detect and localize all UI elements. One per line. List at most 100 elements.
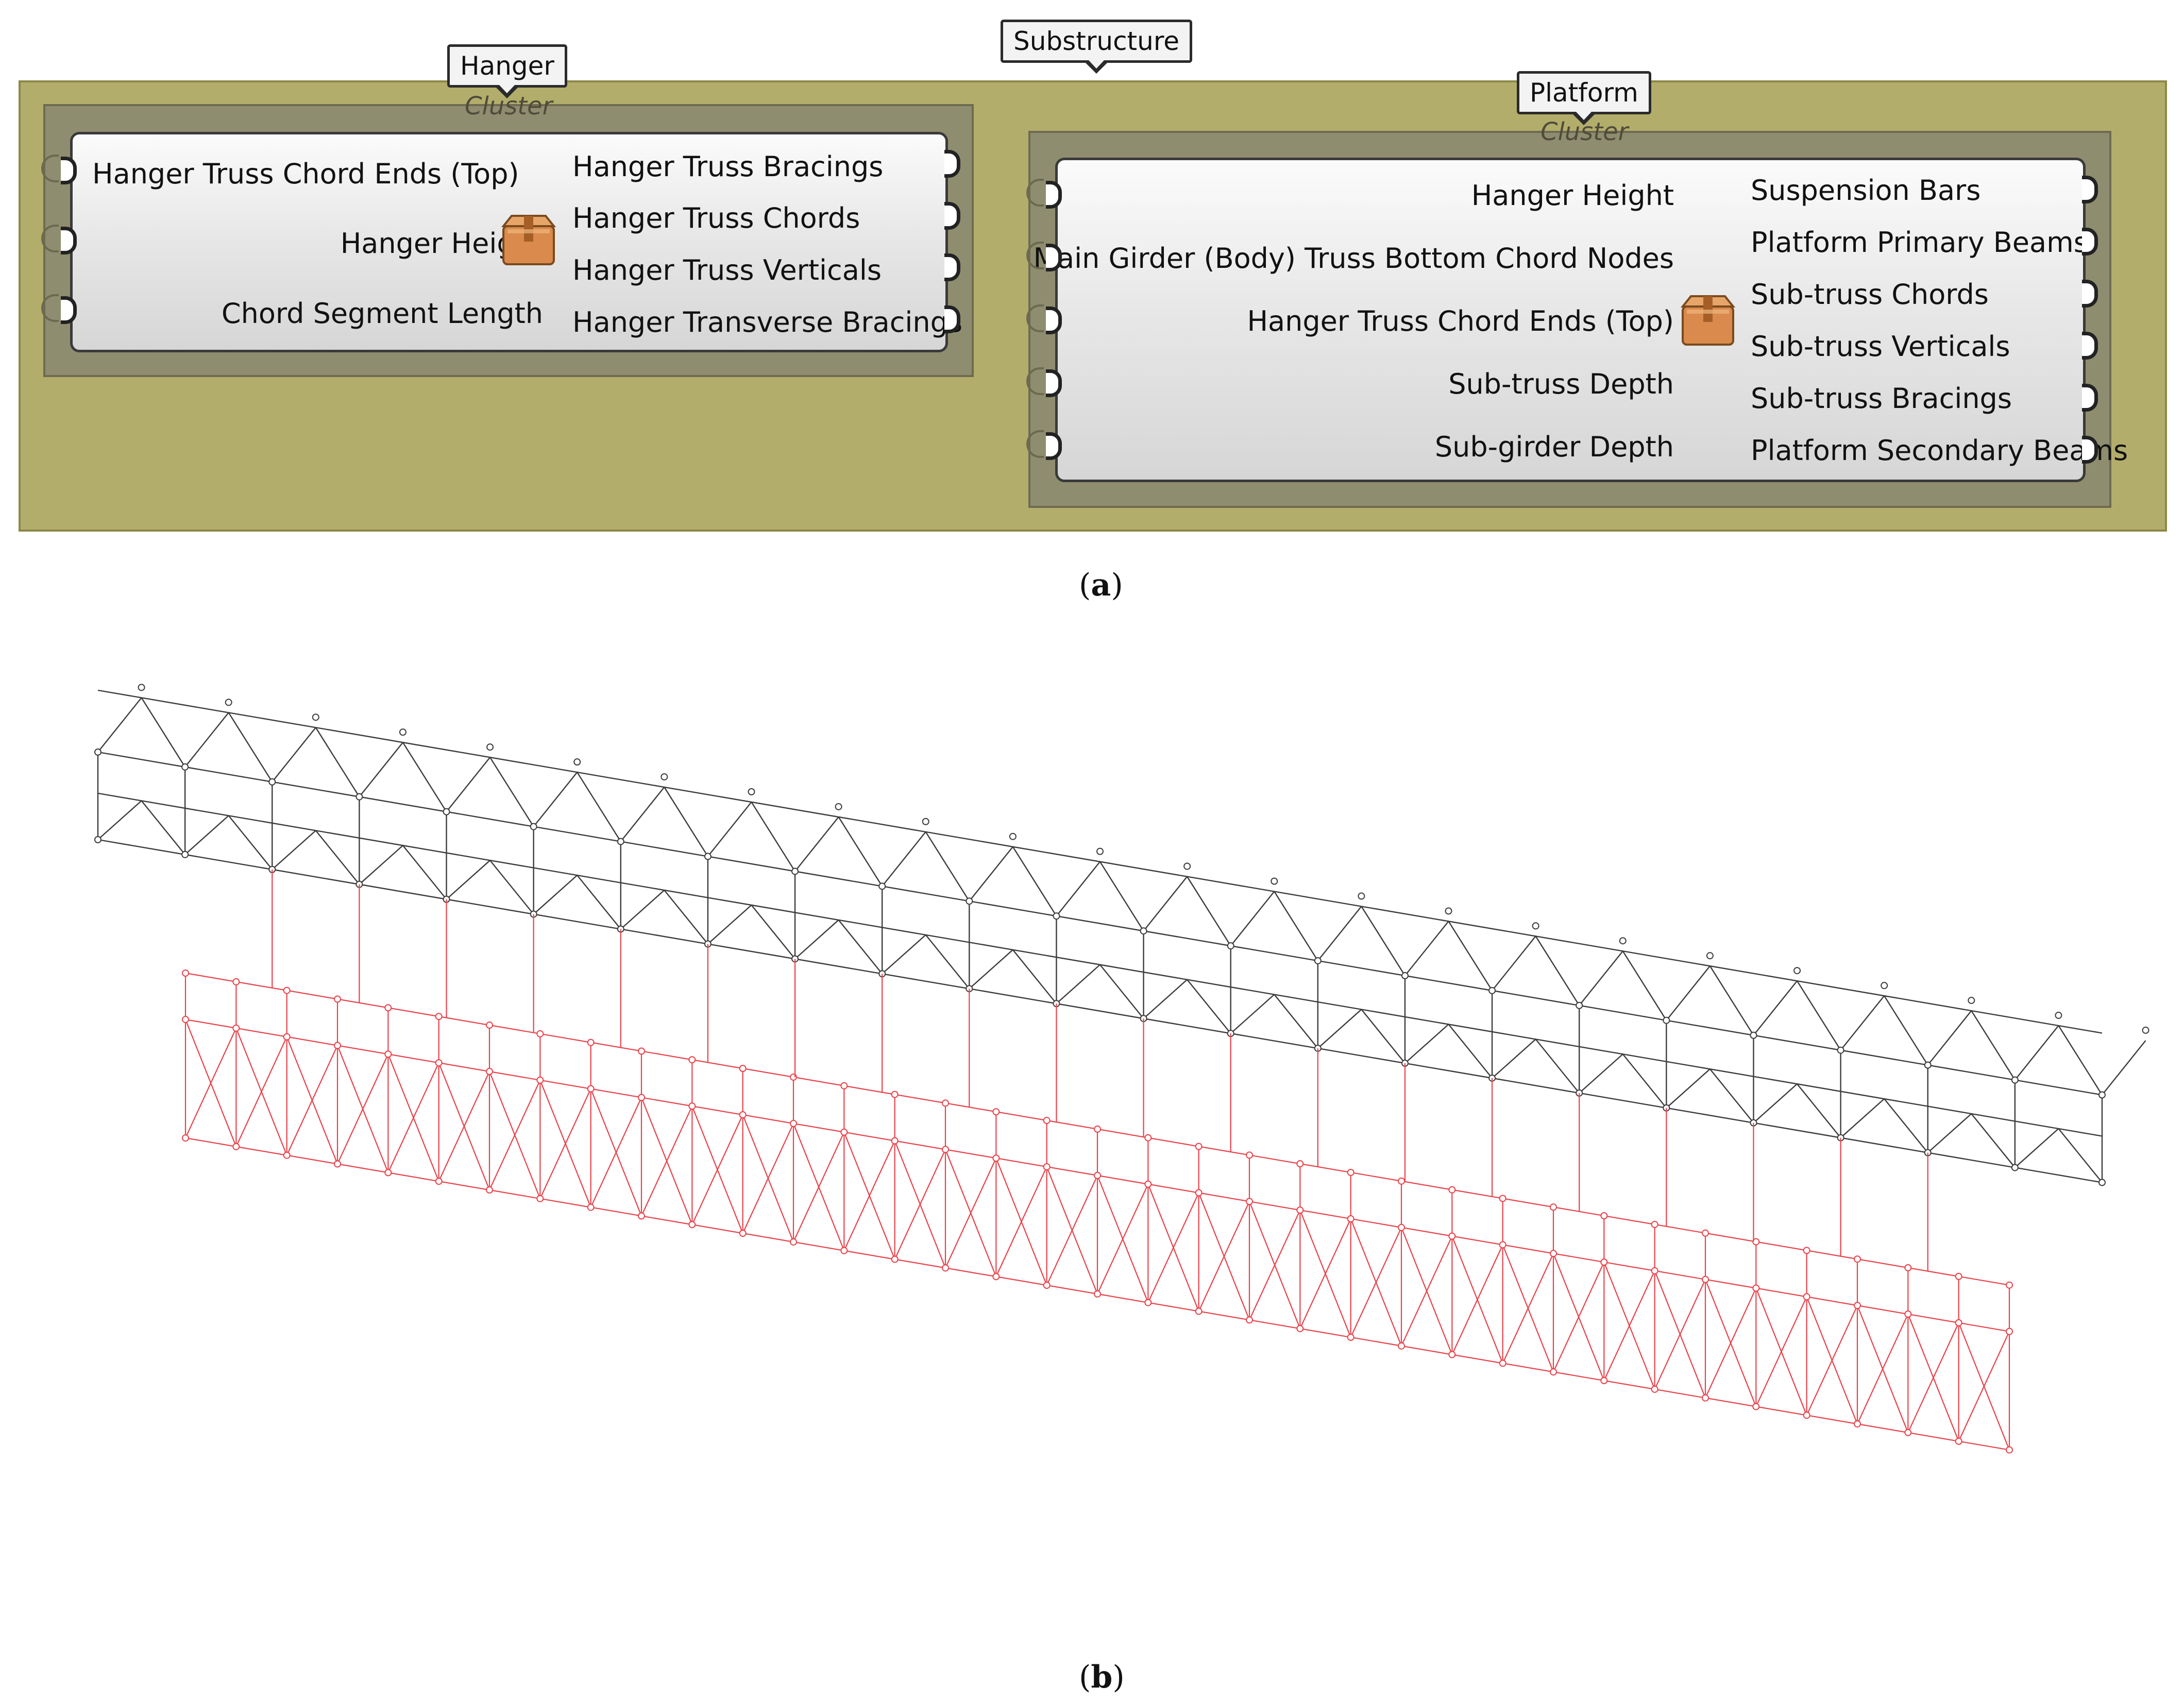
hanger-output-port[interactable] [944, 253, 960, 281]
main-truss-node [443, 808, 450, 815]
platform-cluster-component[interactable]: Hanger Height Main Girder (Body) Truss B… [1033, 158, 2128, 482]
sub-truss-node [2006, 1281, 2013, 1289]
sub-truss-node [1398, 1223, 1405, 1231]
main-truss-wireframe [94, 684, 2149, 1186]
main-truss-node [1706, 952, 1714, 960]
platform-output-port[interactable] [2082, 384, 2098, 412]
sub-truss-node [1246, 1151, 1253, 1159]
platform-cluster-tag: Platform [1517, 71, 1651, 125]
hanger-input-port[interactable] [61, 296, 77, 324]
hanger-input-port[interactable] [61, 157, 77, 184]
sub-truss-node [435, 1178, 443, 1185]
sub-truss-node [334, 1042, 341, 1049]
caption-a-letter: a [1091, 567, 1111, 603]
platform-output-port[interactable] [2082, 280, 2098, 308]
sub-truss-node [283, 986, 291, 994]
main-truss-diagonal [1448, 1024, 1493, 1079]
main-truss-diagonal [228, 712, 273, 782]
platform-input-port[interactable] [1046, 306, 1062, 334]
main-truss-node [181, 850, 189, 858]
hanger-output-port[interactable] [944, 150, 960, 178]
sub-truss-node [1904, 1264, 1912, 1272]
main-truss-diagonal [838, 816, 883, 887]
hanger-cluster-tag: Hanger [447, 44, 567, 98]
main-truss-diagonal [1840, 995, 1885, 1051]
sub-truss-node [1904, 1310, 1912, 1318]
truss-3d-viewport[interactable] [0, 670, 2184, 1545]
main-truss-diagonal [751, 905, 795, 960]
platform-input-label: Main Girder (Body) Truss Bottom Chord No… [1033, 242, 1674, 275]
platform-output-port[interactable] [2082, 176, 2098, 203]
sub-truss-node [1499, 1241, 1506, 1249]
platform-output-port[interactable] [2082, 436, 2098, 464]
main-truss-node [878, 882, 886, 890]
main-truss-diagonal [315, 830, 360, 885]
main-truss-diagonal [1492, 935, 1536, 991]
sub-truss-bracing [1654, 1279, 1706, 1390]
sub-truss-node [2006, 1446, 2013, 1454]
main-truss-diagonal [1840, 1098, 1885, 1138]
hanger-output-port[interactable] [944, 202, 960, 230]
sub-truss-node [2006, 1327, 2013, 1335]
sub-truss-node [1246, 1198, 1253, 1205]
sub-truss-node [992, 1273, 1000, 1281]
main-truss-node [225, 699, 232, 706]
hanger-input-port[interactable] [61, 227, 77, 254]
platform-output-port[interactable] [2082, 332, 2098, 360]
sub-truss-bracing [387, 1062, 439, 1173]
sub-truss-node [739, 1111, 747, 1119]
caption-a: (a) [1079, 567, 1123, 603]
sub-truss-node [1398, 1342, 1405, 1350]
main-truss-diagonal [969, 949, 1013, 990]
sub-truss-node [840, 1082, 848, 1089]
sub-truss-node [587, 1203, 595, 1211]
sub-truss-node [283, 1151, 291, 1159]
main-truss-diagonal [1927, 1113, 1972, 1153]
main-truss-diagonal [620, 787, 665, 842]
main-truss-node [661, 773, 668, 781]
sub-truss-node [232, 1024, 240, 1032]
platform-input-port[interactable] [1046, 244, 1062, 271]
main-truss-diagonal [1187, 876, 1231, 946]
main-truss-node [355, 793, 363, 801]
sub-truss-node [587, 1085, 595, 1093]
platform-input-port[interactable] [1046, 432, 1062, 460]
hanger-cluster-component[interactable]: Hanger Truss Chord Ends (Top) Hanger Hei… [70, 132, 962, 352]
hanger-output-label: Hanger Truss Chords [572, 202, 860, 234]
main-truss-node [835, 803, 842, 810]
platform-input-wire [1026, 367, 1044, 395]
sub-truss-bracing [1806, 1305, 1858, 1416]
platform-input-port[interactable] [1046, 181, 1062, 209]
main-truss-diagonal [402, 742, 447, 812]
sub-truss-node [1144, 1299, 1152, 1306]
main-truss-node [966, 897, 973, 905]
substructure-wireframe [182, 869, 2013, 1454]
platform-input-label: Hanger Height [1471, 179, 1674, 212]
sub-truss-node [1702, 1275, 1709, 1283]
sub-truss-bracing [945, 1157, 997, 1268]
sub-truss-node [992, 1154, 1000, 1162]
sub-truss-node [1144, 1134, 1152, 1142]
platform-input-label: Sub-girder Depth [1434, 431, 1674, 463]
main-truss-diagonal [1622, 950, 1667, 1021]
platform-input-port[interactable] [1046, 369, 1062, 397]
sub-truss-node [283, 1033, 291, 1041]
sub-truss-bracing [1451, 1245, 1503, 1355]
hanger-output-port[interactable] [944, 305, 960, 333]
sub-truss-node [1803, 1293, 1810, 1301]
main-truss-node [748, 788, 755, 796]
sub-truss-node [536, 1076, 544, 1084]
platform-output-port[interactable] [2082, 228, 2098, 256]
sub-truss-node [587, 1038, 595, 1046]
sub-truss-node [384, 1050, 392, 1058]
sub-truss-node [182, 969, 189, 977]
sub-truss-node [1094, 1171, 1101, 1179]
main-truss-node [1445, 907, 1452, 915]
main-truss-diagonal [1274, 891, 1318, 961]
main-truss-diagonal [1753, 980, 1798, 1036]
main-truss-diagonal [664, 890, 708, 945]
sub-truss-node [1296, 1206, 1304, 1214]
sub-truss-node [1955, 1272, 1962, 1280]
sub-truss-bracing [641, 1105, 693, 1216]
hanger-input-wire [41, 155, 59, 182]
